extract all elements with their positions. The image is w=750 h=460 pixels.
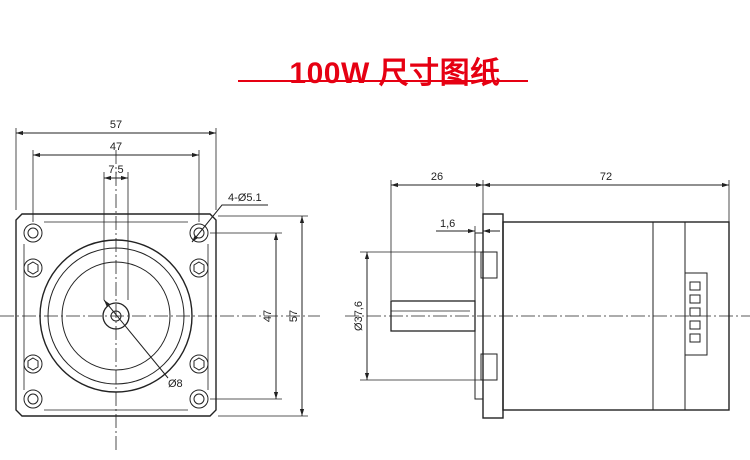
dim-text-57-top: 57 (110, 119, 122, 131)
shaft-inner-circle (110, 310, 122, 322)
front-flange-inner-outline (23, 221, 209, 411)
front-pilot-circle (61, 261, 171, 371)
shaft-diameter-leader (103, 299, 169, 379)
mounting-hole-top-left (23, 223, 43, 243)
front-flange-outline (15, 213, 217, 417)
dim-text-72: 72 (600, 171, 612, 183)
dim-text-pilot-diameter: Ø37,6 (353, 301, 365, 331)
dim-text-1-6: 1,6 (440, 218, 455, 230)
dim-text-57-vertical: 57 (288, 310, 300, 322)
front-body-circle-inner (47, 247, 185, 385)
hex-boss-left-upper (23, 258, 43, 278)
holes-leader (191, 204, 268, 243)
hex-boss-right-upper (189, 258, 209, 278)
dim-text-shaft-diameter: Ø8 (168, 378, 183, 390)
mounting-hole-bottom-right (189, 389, 209, 409)
side-pilot-notch-top (480, 251, 498, 279)
hex-boss-right-lower (189, 354, 209, 374)
dim-text-holes: 4-Ø5.1 (228, 192, 262, 204)
drawing-title: 100W 尺寸图纸 (289, 57, 501, 90)
mounting-hole-top-right (189, 223, 209, 243)
side-connector-pins (689, 281, 701, 343)
title-underline (238, 80, 528, 82)
shaft-circle (102, 302, 130, 330)
hex-boss-left-lower (23, 354, 43, 374)
side-pilot-notch-bottom (480, 353, 498, 381)
dim-text-47-top: 47 (110, 141, 122, 153)
side-connector (684, 272, 708, 356)
dim-text-47-vertical: 47 (262, 310, 274, 322)
front-view (0, 128, 320, 450)
side-motor-body (502, 221, 730, 411)
front-body-circle-outer (39, 239, 193, 393)
dim-text-26: 26 (431, 171, 443, 183)
side-view (345, 180, 750, 419)
mounting-hole-bottom-left (23, 389, 43, 409)
dim-text-7-5: 7,5 (108, 164, 123, 176)
